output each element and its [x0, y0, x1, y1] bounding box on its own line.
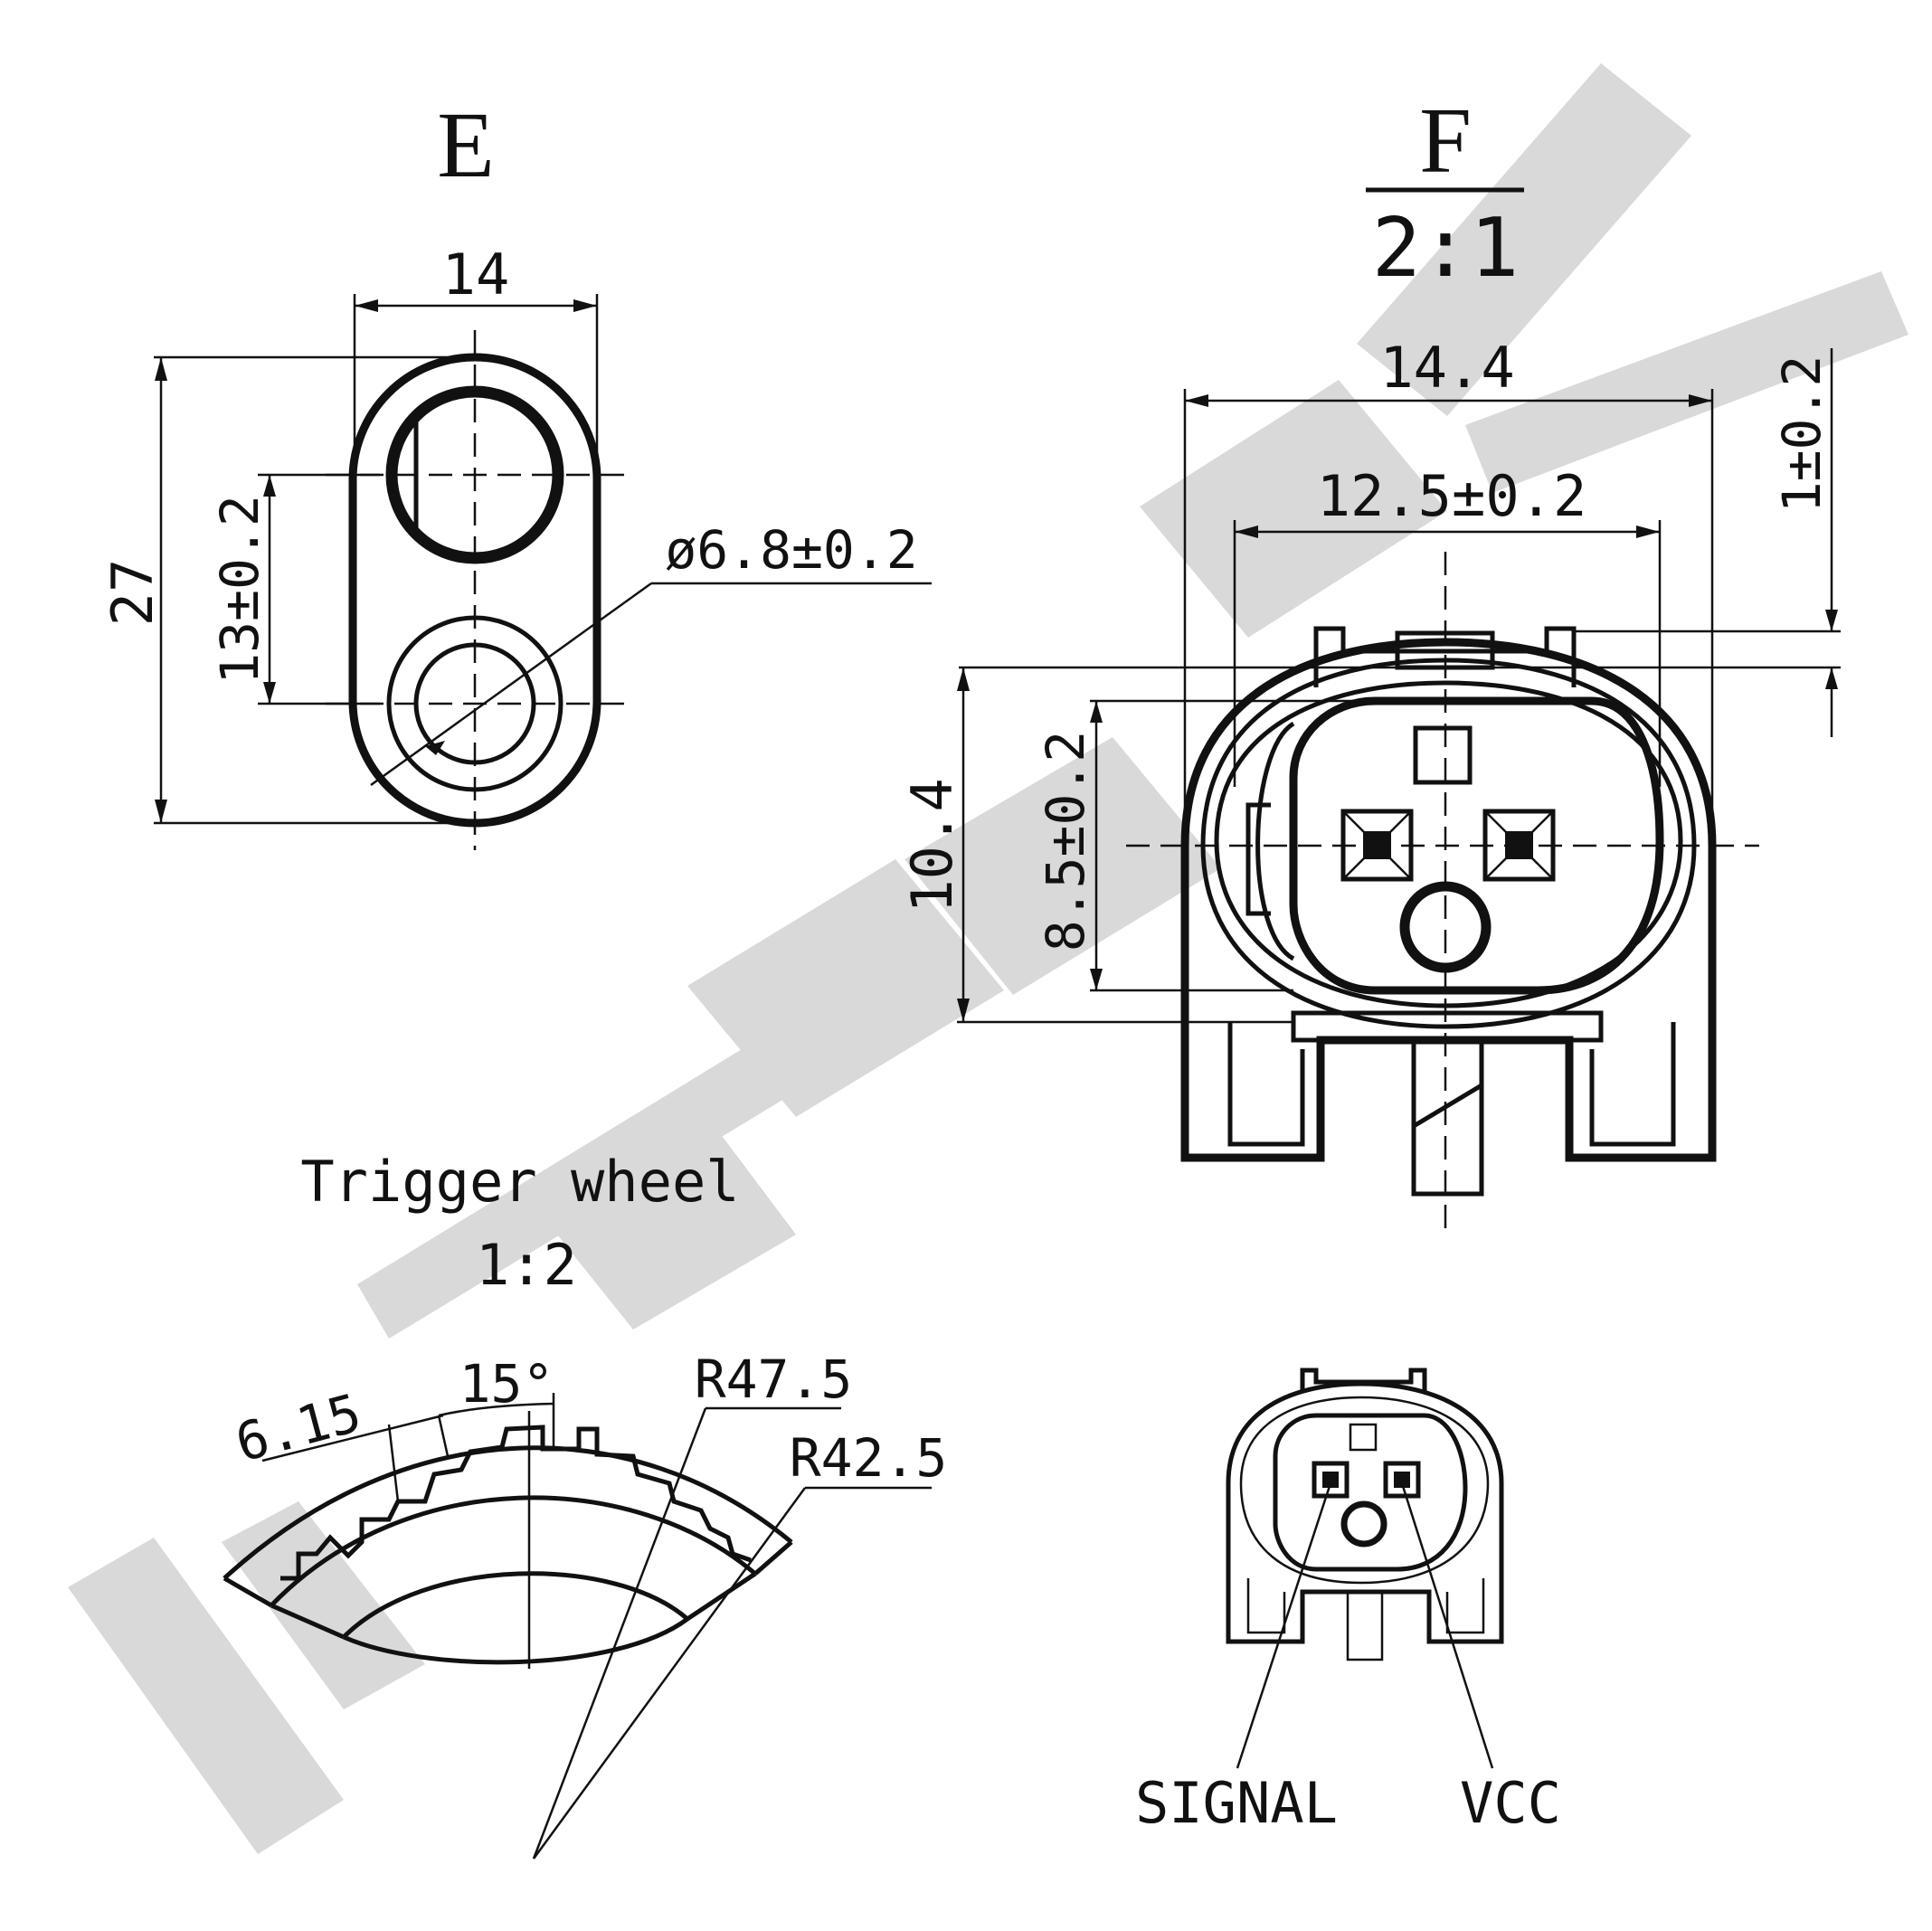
trigger-tooth-ext-left	[387, 1424, 400, 1502]
f-top-latch	[1313, 626, 1577, 687]
f-center-post	[1411, 1037, 1484, 1197]
e-hole-leader	[370, 582, 652, 787]
pinout-pin-signal	[1312, 1461, 1350, 1499]
trigger-hub-arc	[342, 1616, 689, 1665]
trigger-angle-arc	[438, 1402, 554, 1417]
trigger-root-arc	[270, 1495, 757, 1607]
trigger-r475-leader	[532, 1407, 707, 1860]
pinout-pin-top	[1349, 1423, 1378, 1452]
trigger-tooth-ext-right	[437, 1415, 450, 1457]
pinout-center-post	[1346, 1590, 1384, 1661]
view-e: E 14 27 13±0.2 ø6.8±0.2	[99, 93, 932, 850]
f-housing-outline	[1180, 638, 1717, 1162]
e-spacing-label: 13±0.2	[209, 495, 270, 685]
f-height-label: 10.4	[899, 778, 965, 913]
f-leg-right	[1589, 1022, 1676, 1147]
f-width-label: 14.4	[1379, 335, 1514, 401]
f-leg-left	[1227, 1022, 1305, 1147]
pinout-legs	[1246, 1578, 1485, 1634]
trigger-tooth-dim-line	[261, 1414, 444, 1462]
trigger-r425-label: R42.5	[790, 1427, 948, 1489]
pinout-socket-cavity	[1273, 1413, 1468, 1572]
trigger-right-cap	[753, 1540, 793, 1576]
trigger-tooth-label: 6.15	[230, 1382, 368, 1474]
e-height-label: 27	[99, 559, 166, 627]
trigger-outer-arc	[223, 1445, 793, 1580]
trigger-scale: 1:2	[476, 1232, 577, 1298]
f-housing-inner-seal	[1214, 680, 1683, 1008]
view-e-title: E	[437, 93, 495, 197]
trigger-title: Trigger wheel	[300, 1149, 739, 1215]
pinout-signal-leader	[1236, 1482, 1332, 1769]
f-socket-cavity	[1289, 696, 1664, 995]
f-offset-label: 1±0.2	[1771, 355, 1833, 514]
view-pinout: SIGNAL VCC	[1135, 1368, 1561, 1836]
f-inner-width-label: 12.5±0.2	[1317, 463, 1587, 529]
f-latch-guide	[1245, 721, 1295, 961]
pinout-housing-outline	[1226, 1381, 1504, 1644]
view-f: F 2:1 14.4	[899, 89, 1841, 1230]
trigger-side-lines	[270, 1571, 757, 1640]
watermark	[68, 63, 1908, 1854]
e-hole-leader-arrow	[425, 741, 445, 755]
trigger-inner-arc	[342, 1571, 689, 1639]
e-hole-label: ø6.8±0.2	[665, 519, 917, 581]
f-pin-top	[1413, 725, 1473, 785]
trigger-r425-leader	[532, 1487, 807, 1860]
pinout-seal	[1239, 1396, 1490, 1585]
trigger-tooth-profile	[280, 1425, 752, 1581]
pinout-signal-label: SIGNAL	[1135, 1770, 1338, 1836]
pinout-top-latch	[1300, 1368, 1427, 1393]
view-trigger-wheel: Trigger wheel 1:2 6.15 15° R47.5 R42.5	[223, 1149, 948, 1860]
f-inner-height-label: 8.5±0.2	[1035, 731, 1096, 951]
view-f-scale: 2:1	[1372, 201, 1520, 296]
pinout-vcc-label: VCC	[1460, 1770, 1561, 1836]
pinout-round-pin	[1340, 1500, 1387, 1548]
trigger-left-cap	[223, 1576, 273, 1608]
trigger-angle-label: 15°	[459, 1353, 554, 1415]
view-f-title: F	[1419, 89, 1472, 193]
f-post-break	[1412, 1083, 1483, 1129]
f-offset-arrows	[1825, 610, 1838, 689]
pinout-pin-vcc	[1383, 1461, 1421, 1499]
trigger-r475-label: R47.5	[695, 1349, 853, 1410]
pinout-vcc-leader	[1400, 1482, 1494, 1769]
e-width-label: 14	[442, 241, 510, 308]
